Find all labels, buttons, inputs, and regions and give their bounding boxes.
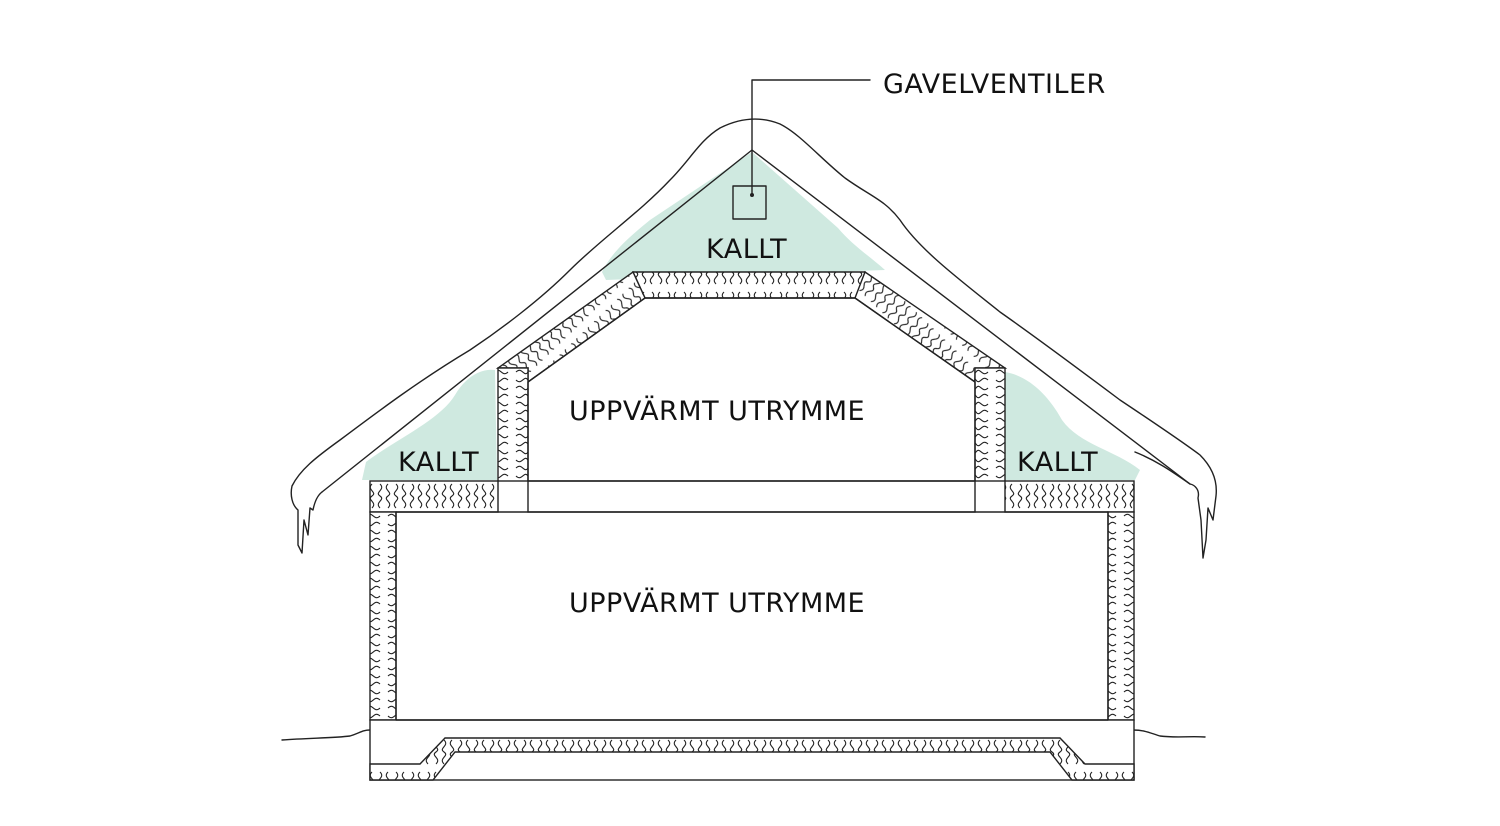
cold-zone-top	[602, 152, 885, 280]
label-heated-upper: UPPVÄRMT UTRYMME	[569, 395, 865, 427]
label-cold-left: KALLT	[398, 447, 479, 478]
insulation-slope-right	[854, 270, 1008, 384]
insulation-upper-ceiling	[631, 271, 866, 299]
label-cold-right: KALLT	[1017, 447, 1098, 478]
heated-room-lower	[395, 511, 1109, 721]
insulation-wall-right	[1107, 511, 1135, 721]
upper-floor-slab	[527, 480, 976, 513]
cold-zone-left	[362, 369, 497, 480]
ground-line-right	[1132, 729, 1206, 738]
insulation-foundation	[369, 737, 1135, 781]
label-heated-lower: UPPVÄRMT UTRYMME	[569, 587, 865, 619]
heated-room-upper	[527, 297, 976, 482]
gable-vent-icon	[732, 185, 767, 220]
insulation-slope-left	[495, 270, 646, 384]
insulation-kneewall-left	[497, 367, 529, 482]
insulation-eave-right	[1004, 480, 1135, 513]
insulation-wall-left	[369, 511, 397, 721]
snow-layer	[290, 118, 1217, 559]
label-cold-top: KALLT	[706, 234, 787, 265]
label-gable-vents: GAVELVENTILER	[883, 69, 1106, 100]
gable-vent-leader-line	[751, 79, 871, 196]
ground-line-left	[281, 729, 371, 741]
insulation-eave-left	[369, 480, 499, 513]
insulation-kneewall-right	[974, 367, 1006, 482]
cold-zone-right	[1005, 372, 1140, 480]
